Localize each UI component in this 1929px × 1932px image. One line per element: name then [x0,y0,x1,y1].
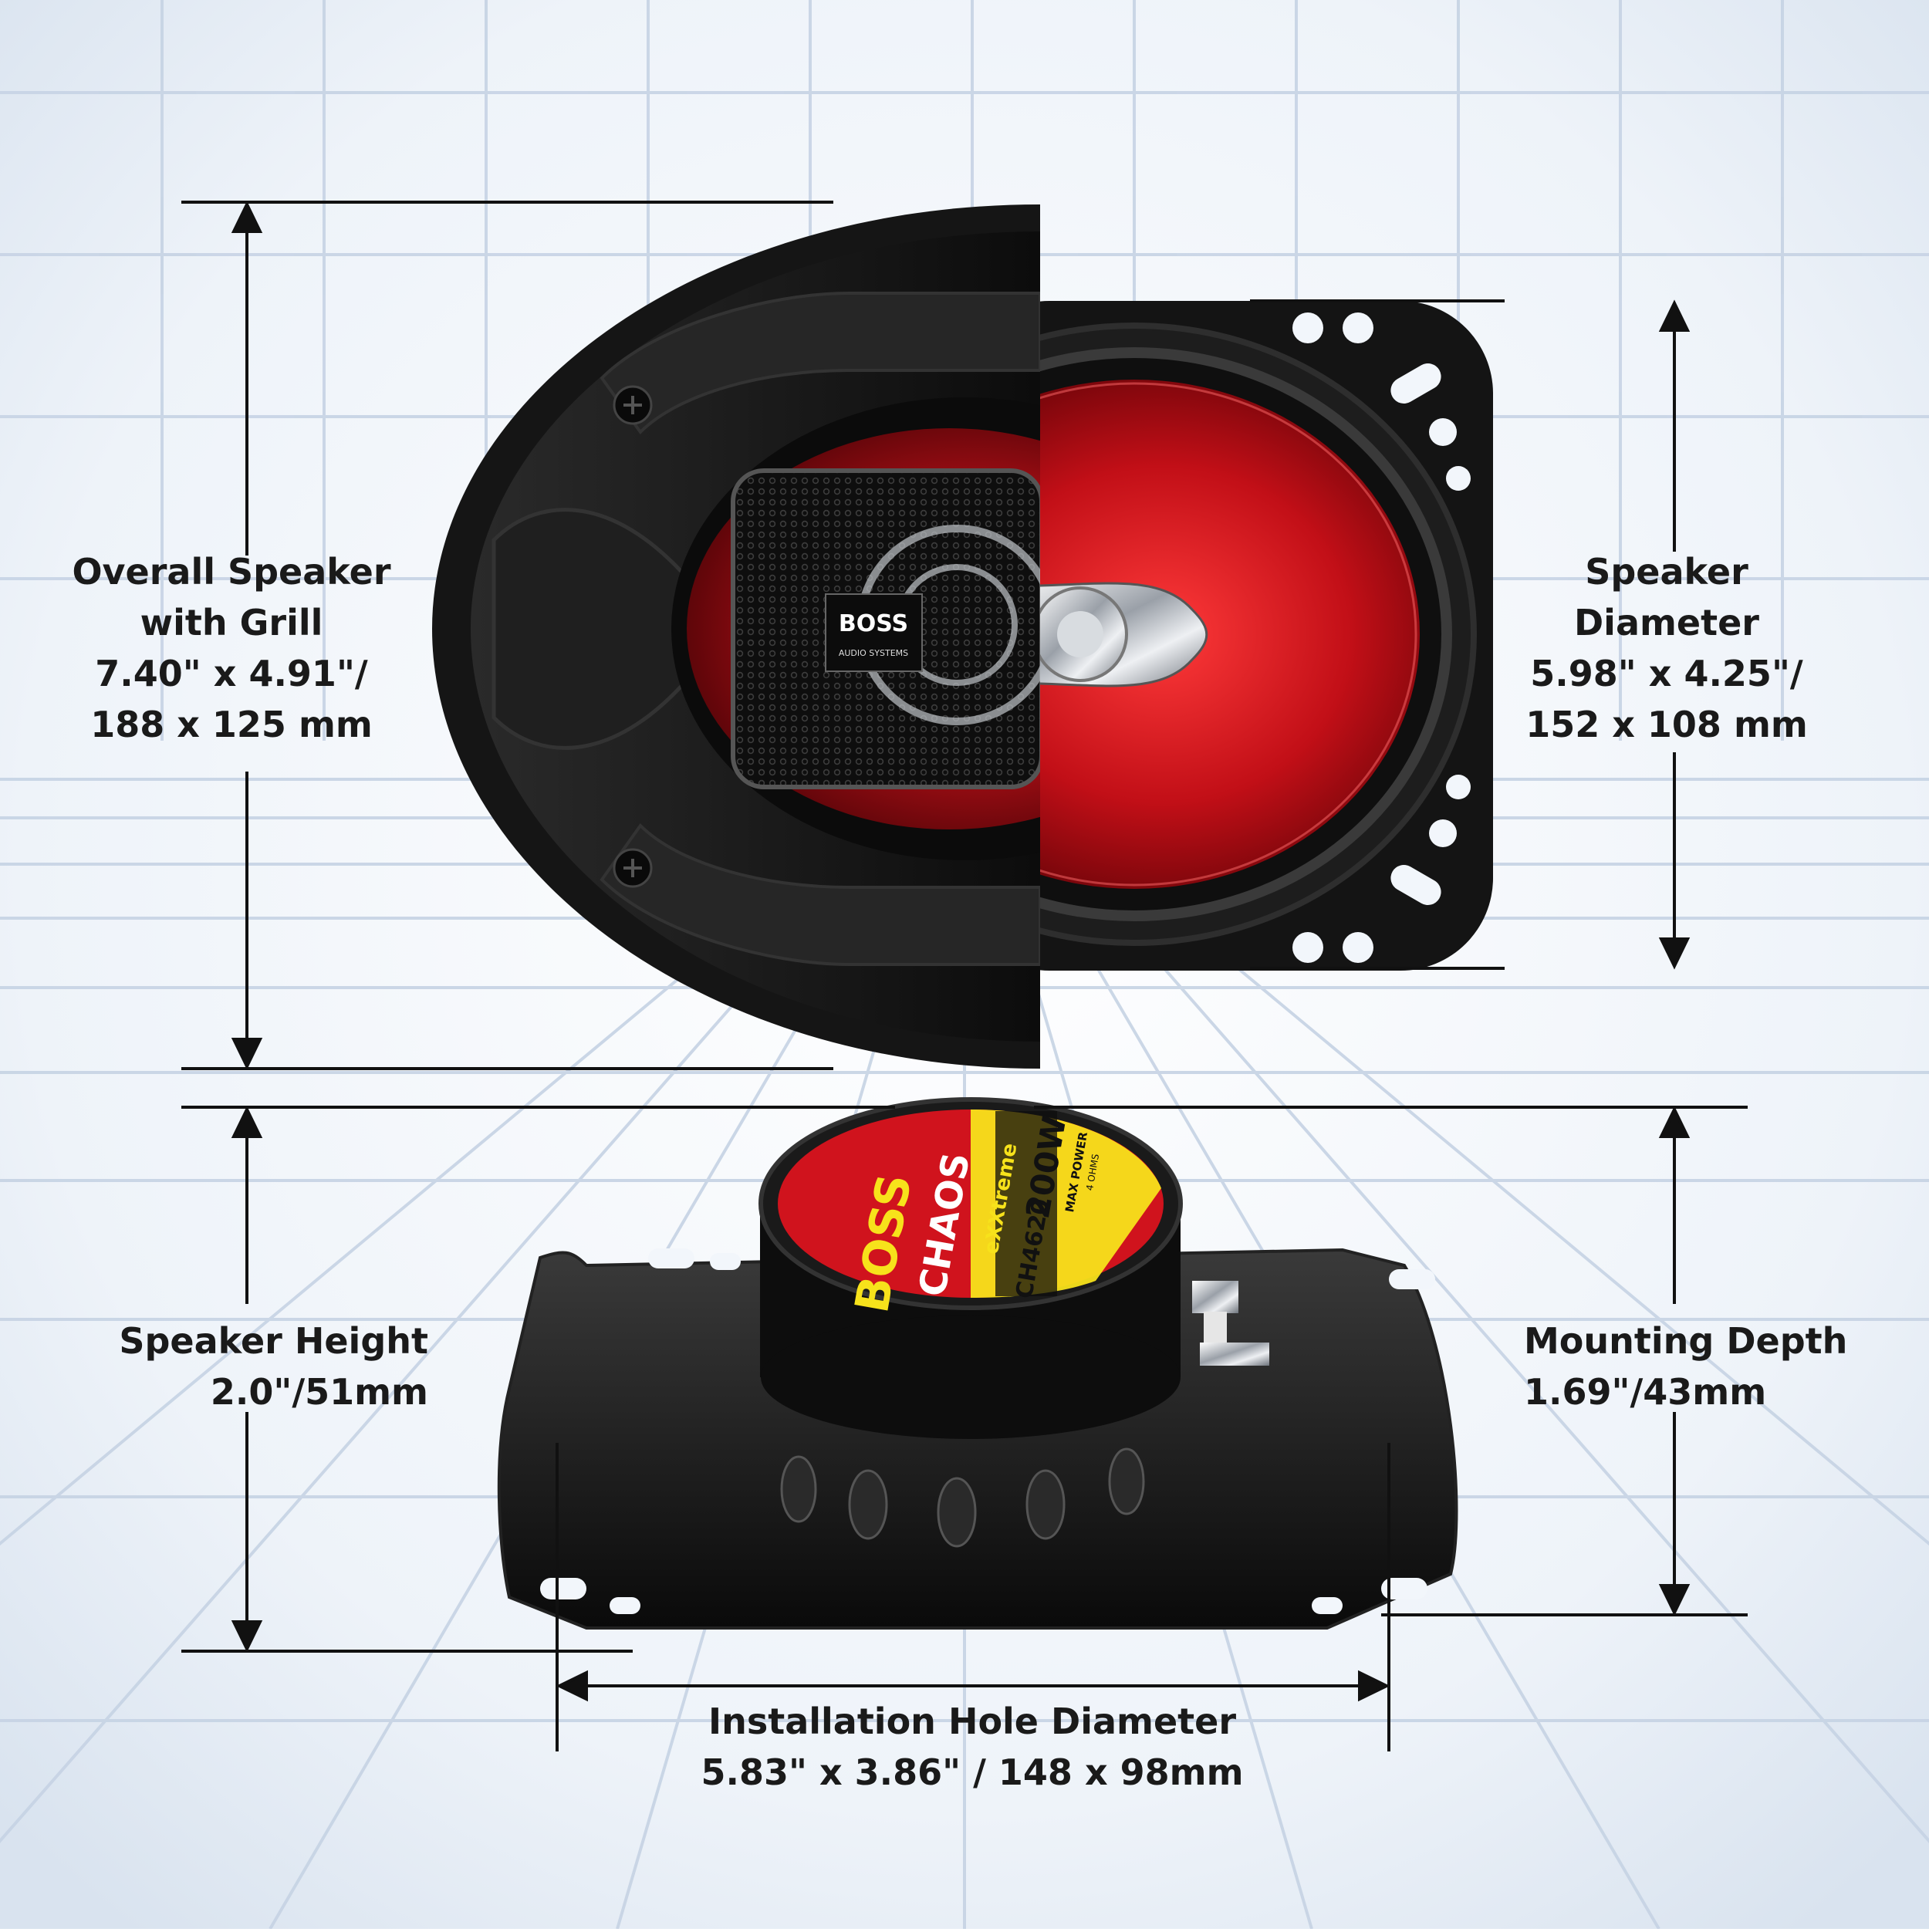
speaker-terminals [1192,1281,1269,1366]
dimension-lines [181,201,1748,1751]
height-dimension-line-2: 2.0"/51mm [210,1371,428,1413]
speaker-front-view: BOSS AUDIO SYSTEMS [432,204,1493,1069]
depth-dimension-line-2: 1.69"/43mm [1524,1371,1767,1413]
speaker-with-grill: BOSS AUDIO SYSTEMS [432,204,1040,1069]
hole-dimension-line-2: 5.83" x 3.86" / 148 x 98mm [701,1751,1244,1793]
grill-logo-text: BOSS [839,610,908,637]
speaker-without-grill [1040,301,1493,971]
speaker-rear-view: BOSS CHAOS eXXtreme CH4620 200W MAX POWE… [497,1097,1458,1630]
diameter-dimension-line-2: Diameter [1574,602,1759,643]
overall-dimension-line-4: 188 x 125 mm [90,704,373,745]
depth-dimension-line-1: Mounting Depth [1524,1320,1848,1362]
basket-mounting-holes [540,1248,1435,1614]
grill-logo-subtext: AUDIO SYSTEMS [839,648,908,658]
diameter-dimension-label: Speaker Diameter 5.98" x 4.25"/ 152 x 10… [1505,546,1829,750]
diameter-dimension-line-4: 152 x 108 mm [1525,704,1808,745]
height-dimension-line-1: Speaker Height [119,1320,428,1362]
hole-dimension-label: Installation Hole Diameter 5.83" x 3.86"… [586,1696,1358,1798]
overall-dimension-line-3: 7.40" x 4.91"/ [95,653,368,694]
overall-dimension-label: Overall Speaker with Grill 7.40" x 4.91"… [31,546,432,750]
depth-dimension-label: Mounting Depth 1.69"/43mm [1524,1316,1910,1417]
diameter-dimension-line-3: 5.98" x 4.25"/ [1530,653,1803,694]
overall-dimension-line-1: Overall Speaker [72,551,391,593]
height-dimension-label: Speaker Height 2.0"/51mm [31,1316,428,1417]
diameter-dimension-line-1: Speaker [1585,551,1748,593]
hole-dimension-line-1: Installation Hole Diameter [708,1701,1237,1742]
overall-dimension-line-2: with Grill [140,602,323,643]
basket-vents [780,1447,1145,1548]
